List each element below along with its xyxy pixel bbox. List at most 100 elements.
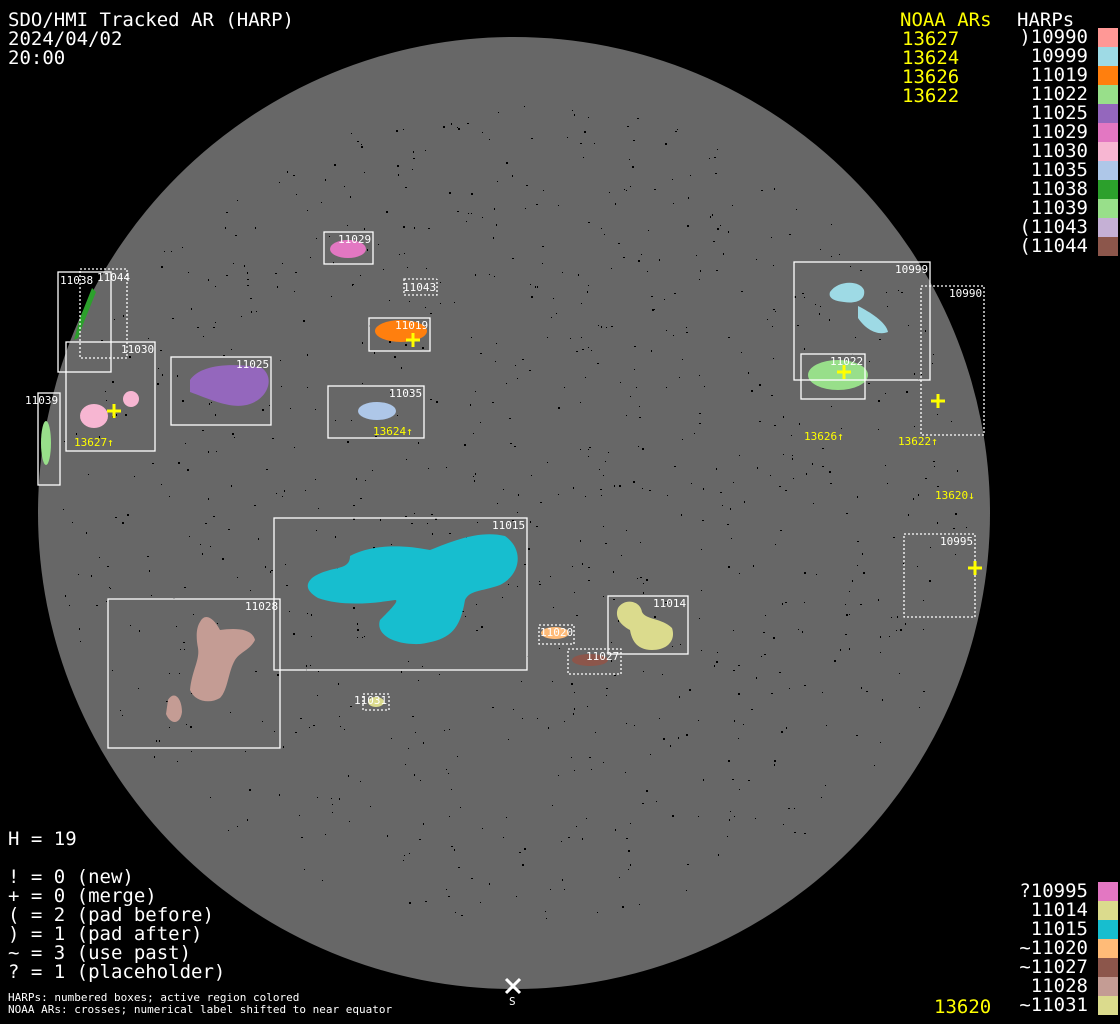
- speck: [110, 588, 111, 589]
- speck: [468, 213, 469, 214]
- speck: [448, 896, 450, 897]
- ar-11039: [41, 421, 51, 465]
- harp-box-11022[interactable]: [800, 353, 866, 400]
- harp-box-11014[interactable]: [607, 595, 689, 655]
- speck: [773, 265, 774, 266]
- speck: [802, 631, 803, 633]
- speck: [713, 241, 715, 242]
- speck: [208, 498, 209, 500]
- speck: [522, 718, 523, 719]
- harp-box-11028[interactable]: [107, 598, 281, 749]
- speck: [703, 488, 704, 490]
- speck: [225, 227, 226, 229]
- speck: [630, 864, 631, 866]
- speck: [627, 126, 629, 127]
- speck: [845, 634, 847, 635]
- harp-box-11043[interactable]: [403, 278, 438, 296]
- speck: [553, 298, 554, 299]
- speck: [542, 246, 544, 247]
- speck: [700, 270, 701, 272]
- speck: [564, 387, 565, 388]
- speck: [289, 611, 290, 612]
- speck: [443, 126, 445, 128]
- speck: [626, 838, 628, 839]
- speck: [576, 826, 577, 827]
- speck: [696, 255, 697, 256]
- speck: [666, 330, 667, 331]
- speck: [446, 467, 447, 468]
- speck: [458, 128, 460, 130]
- speck: [626, 190, 627, 191]
- harp-box-11038[interactable]: [57, 271, 112, 373]
- speck: [821, 797, 822, 798]
- speck: [423, 742, 424, 744]
- speck: [919, 707, 920, 708]
- speck: [727, 836, 728, 837]
- speck: [526, 185, 528, 186]
- speck: [380, 519, 381, 521]
- speck: [716, 661, 718, 663]
- speck: [223, 355, 225, 356]
- speck: [517, 378, 518, 379]
- harp-box-11015[interactable]: [273, 517, 528, 671]
- speck: [626, 530, 627, 531]
- speck: [601, 326, 602, 328]
- harp-box-10995[interactable]: [903, 533, 976, 618]
- speck: [299, 815, 300, 816]
- speck: [804, 297, 805, 298]
- speck: [448, 773, 449, 774]
- harp-label: 11030: [121, 343, 154, 356]
- speck: [545, 911, 546, 912]
- speck: [580, 143, 582, 144]
- harp-box-11030[interactable]: [65, 341, 156, 452]
- speck: [281, 386, 282, 387]
- speck: [277, 674, 278, 675]
- speck: [497, 181, 498, 182]
- harp-box-11027[interactable]: [567, 648, 622, 675]
- speck: [780, 530, 782, 531]
- speck: [241, 316, 242, 317]
- speck: [925, 330, 926, 332]
- speck: [540, 502, 542, 503]
- noaa-legend-item: 13622: [902, 85, 959, 107]
- speck: [849, 648, 850, 650]
- speck: [628, 869, 629, 870]
- speck: [255, 227, 256, 229]
- harp-box-10999[interactable]: [793, 261, 931, 381]
- speck: [471, 337, 472, 338]
- speck: [360, 781, 361, 782]
- harp-box-11031[interactable]: [362, 693, 390, 711]
- speck: [567, 137, 568, 138]
- speck: [649, 490, 651, 491]
- speck: [882, 699, 883, 701]
- speck: [687, 864, 689, 865]
- speck: [654, 189, 656, 190]
- harp-box-11020[interactable]: [538, 624, 575, 645]
- harp-box-11029[interactable]: [323, 231, 374, 265]
- speck: [65, 595, 66, 597]
- harp-box-11039[interactable]: [37, 392, 61, 486]
- harp-box-11019[interactable]: [368, 317, 431, 352]
- speck: [316, 238, 317, 239]
- harp-box-11025[interactable]: [170, 356, 272, 426]
- harp-box-10990[interactable]: [920, 285, 985, 436]
- speck: [738, 665, 740, 666]
- speck: [639, 406, 640, 407]
- speck: [461, 915, 463, 916]
- speck: [235, 235, 237, 236]
- speck: [761, 656, 762, 657]
- speck: [270, 571, 271, 573]
- speck: [656, 801, 657, 802]
- speck: [891, 617, 892, 618]
- harp-box-11035[interactable]: [327, 385, 425, 439]
- title: SDO/HMI Tracked AR (HARP): [8, 9, 294, 31]
- speck: [804, 572, 806, 574]
- speck: [149, 570, 150, 572]
- speck: [562, 879, 563, 881]
- speck: [436, 401, 438, 403]
- speck: [537, 718, 538, 719]
- speck: [794, 808, 795, 809]
- speck: [315, 409, 316, 410]
- speck: [99, 436, 100, 438]
- speck: [580, 449, 581, 450]
